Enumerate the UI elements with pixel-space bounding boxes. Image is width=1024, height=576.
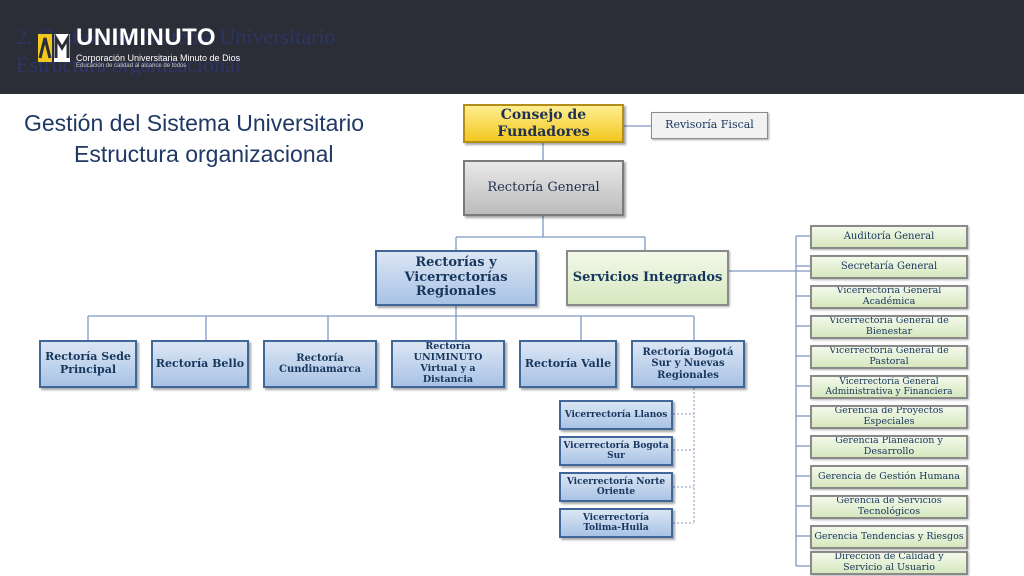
box-secretaria-general: Secretaría General bbox=[810, 255, 968, 279]
box-sede-bello: Rectoría Bello bbox=[151, 340, 249, 388]
slide-title-line1: Gestión del Sistema Universitario bbox=[24, 110, 365, 136]
box-gerencia-proyectos: Gerencia de Proyectos Especiales bbox=[810, 405, 968, 429]
box-vicerrectoria-academica: Vicerrectoría General Académica bbox=[810, 285, 968, 309]
logo-subtitle: Corporación Universitaria Minuto de Dios bbox=[76, 53, 241, 63]
box-rectorias-regionales: Rectorías y Vicerrectorías Regionales bbox=[375, 250, 537, 306]
box-gerencia-tendencias-riesgos: Gerencia Tendencias y Riesgos bbox=[810, 525, 968, 549]
header-ghost-title-line2: Estructura organizacional bbox=[16, 52, 241, 77]
box-vicerrectoria-administrativa: Vicerrectoría General Administrativa y F… bbox=[810, 375, 968, 399]
header-ghost-title-line1: 2. Gestión del Sistema Universitario bbox=[16, 24, 336, 49]
box-gerencia-gestion-humana: Gerencia de Gestión Humana bbox=[810, 465, 968, 489]
uniminuto-logo: UNIMINUTO Corporación Universitaria Minu… bbox=[36, 24, 240, 74]
box-vicerrectoria-bienestar: Vicerrectoría General de Bienestar bbox=[810, 315, 968, 339]
logo-name: UNIMINUTO bbox=[76, 24, 217, 51]
box-vicerrectoria-tolima-huila: Vicerrectoría Tolima-Huila bbox=[559, 508, 673, 538]
box-vicerrectoria-bogota-sur: Vicerrectoría Bogota Sur bbox=[559, 436, 673, 466]
box-gerencia-planeacion: Gerencia Planeación y Desarrollo bbox=[810, 435, 968, 459]
box-revisoria-fiscal: Revisoría Fiscal bbox=[651, 112, 768, 139]
box-consejo-fundadores: Consejo de Fundadores bbox=[463, 104, 624, 143]
box-direccion-calidad: Dirección de Calidad y Servicio al Usuar… bbox=[810, 551, 968, 575]
box-rectoria-general: Rectoría General bbox=[463, 160, 624, 216]
box-gerencia-servicios-tecnologicos: Gerencia de Servicios Tecnológicos bbox=[810, 495, 968, 519]
box-sede-principal: Rectoría Sede Principal bbox=[39, 340, 137, 388]
box-sede-cundinamarca: Rectoría Cundinamarca bbox=[263, 340, 377, 388]
logo-emblem-icon bbox=[38, 32, 70, 62]
slide-title-line2: Estructura organizacional bbox=[74, 141, 334, 167]
box-vicerrectoria-pastoral: Vicerrectoría General de Pastoral bbox=[810, 345, 968, 369]
logo-tagline: Educación de calidad al alcance de todos bbox=[76, 63, 187, 69]
header-bar: 2. Gestión del Sistema Universitario Est… bbox=[0, 0, 1024, 94]
box-sede-virtual: Rectoría UNIMINUTO Virtual y a Distancia bbox=[391, 340, 505, 388]
box-sede-bogota-sur: Rectoría Bogotá Sur y Nuevas Regionales bbox=[631, 340, 745, 388]
box-vicerrectoria-llanos: Vicerrectoría Llanos bbox=[559, 400, 673, 430]
box-servicios-integrados: Servicios Integrados bbox=[566, 250, 729, 306]
box-auditoria-general: Auditoría General bbox=[810, 225, 968, 249]
box-sede-valle: Rectoría Valle bbox=[519, 340, 617, 388]
box-vicerrectoria-norte-oriente: Vicerrectoría Norte Oriente bbox=[559, 472, 673, 502]
